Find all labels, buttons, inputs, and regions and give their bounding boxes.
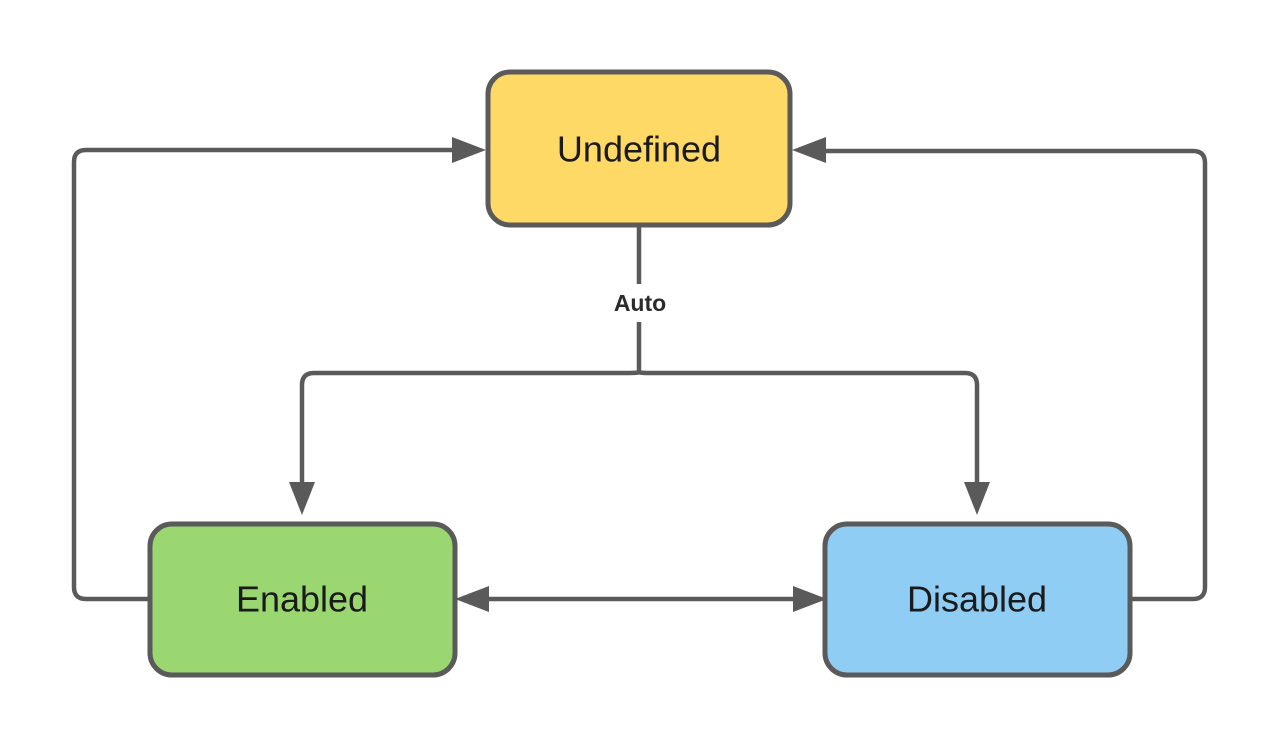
edge-enabled-to-undefined[interactable] xyxy=(71,137,486,602)
edge-disabled-to-undefined-line xyxy=(826,148,1208,602)
edge-auto-branch-right xyxy=(636,369,980,484)
arrowhead-into-undefined-left xyxy=(452,137,486,163)
node-disabled-shape xyxy=(822,521,1133,678)
edge-auto-branch-left xyxy=(299,369,642,484)
node-enabled[interactable]: Enabled xyxy=(147,521,458,678)
arrowhead-into-undefined-right xyxy=(792,137,826,163)
arrowhead-into-disabled-top xyxy=(964,482,990,515)
arrowhead-into-enabled-right xyxy=(455,586,489,612)
node-undefined[interactable]: Undefined xyxy=(485,69,793,228)
node-disabled[interactable]: Disabled xyxy=(822,521,1133,678)
edge-enabled-disabled-bidirectional[interactable] xyxy=(455,586,827,612)
node-undefined-shape xyxy=(485,69,793,228)
arrowhead-into-disabled-left xyxy=(793,586,827,612)
node-disabled-label: Disabled xyxy=(907,579,1047,620)
edge-disabled-to-undefined[interactable] xyxy=(792,137,1208,602)
edge-auto-label-backdrop xyxy=(596,284,684,322)
node-enabled-label: Enabled xyxy=(236,579,368,620)
node-enabled-shape xyxy=(147,521,458,678)
node-undefined-label: Undefined xyxy=(557,129,721,170)
edge-enabled-to-undefined-line xyxy=(71,147,454,602)
edge-auto-label: Auto xyxy=(614,290,666,316)
arrowhead-into-enabled-top xyxy=(289,482,315,515)
edge-auto-fork[interactable]: Auto xyxy=(289,225,990,515)
